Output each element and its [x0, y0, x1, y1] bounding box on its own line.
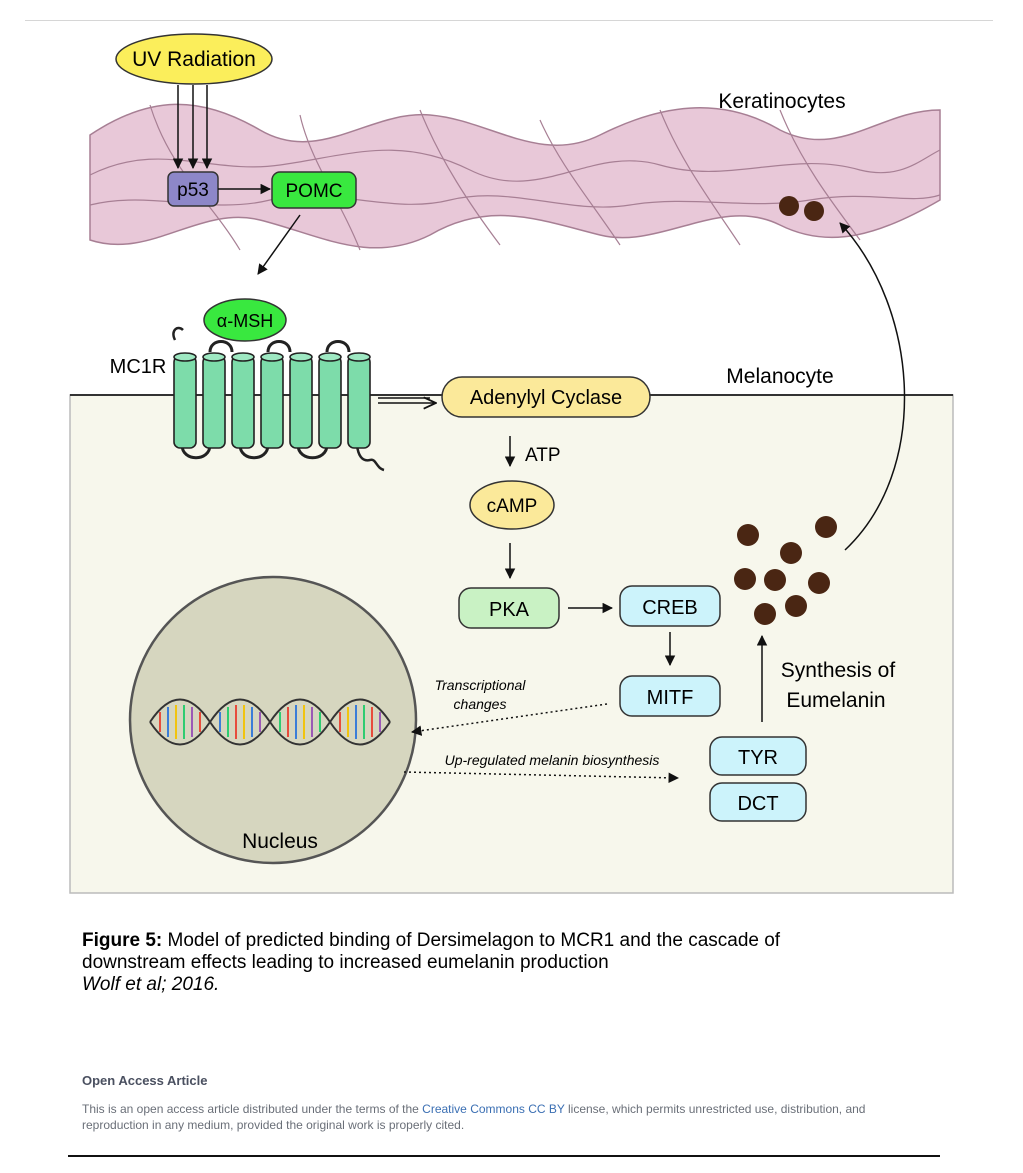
synthesis-label-2: Eumelanin	[786, 689, 885, 712]
caption-text: Model of predicted binding of Dersimelag…	[82, 930, 781, 973]
alpha-msh-node	[203, 298, 287, 342]
melanin-granule	[779, 196, 799, 216]
figure-label: Figure 5:	[82, 930, 163, 951]
upregulated-label: Up-regulated melanin biosynthesis	[445, 752, 660, 768]
pomc-label: POMC	[286, 181, 343, 202]
melanin-granule	[804, 201, 824, 221]
tyr-node	[709, 736, 807, 776]
upregulated-arrow	[403, 771, 680, 784]
top-divider	[25, 20, 993, 21]
atp-label: ATP	[525, 445, 561, 466]
bottom-divider	[68, 1155, 940, 1157]
alpha-msh-label: α-MSH	[217, 311, 273, 331]
license-text-after: license, which permits unrestricted use,…	[82, 1102, 866, 1132]
uv-radiation-label: UV Radiation	[132, 48, 256, 71]
dna-helix-icon	[149, 698, 391, 746]
synthesis-label-1: Synthesis of	[781, 659, 896, 682]
creb-label: CREB	[642, 597, 698, 619]
adenylyl-cyclase-node	[441, 376, 651, 418]
pka-node	[458, 587, 560, 629]
nucleus	[128, 575, 418, 865]
keratinocytes-label: Keratinocytes	[718, 90, 845, 113]
mitf-label: MITF	[647, 687, 694, 709]
dct-node	[709, 782, 807, 822]
mitf-node	[619, 675, 721, 717]
p53-label: p53	[177, 180, 209, 201]
melanin-transfer-arrow	[839, 222, 906, 551]
caption-citation: Wolf et al; 2016.	[82, 974, 220, 995]
mc1r-receptor	[172, 326, 385, 472]
adenylyl-cyclase-label: Adenylyl Cyclase	[470, 387, 622, 409]
cc-by-link[interactable]: Creative Commons CC BY	[422, 1102, 565, 1116]
eumelanin-granules	[734, 516, 837, 625]
figure-caption: Figure 5: Model of predicted binding of …	[82, 930, 782, 996]
melanogenesis-diagram: Keratinocytes UV Radiation p53 POMC α-MS…	[69, 33, 954, 894]
license-text-before: This is an open access article distribut…	[82, 1102, 423, 1116]
open-access-title: Open Access Article	[82, 1073, 208, 1088]
transcriptional-label-2: changes	[454, 696, 507, 712]
nucleus-label: Nucleus	[242, 830, 318, 853]
pka-label: PKA	[489, 599, 530, 621]
tyr-label: TYR	[738, 747, 778, 769]
camp-label: cAMP	[487, 496, 538, 517]
transcriptional-label-1: Transcriptional	[435, 677, 527, 693]
pomc-node	[271, 171, 357, 209]
camp-node	[469, 480, 555, 530]
dct-label: DCT	[737, 793, 778, 815]
keratinocyte-layer	[89, 103, 941, 251]
license-text: This is an open access article distribut…	[82, 1101, 932, 1133]
mc1r-label: MC1R	[110, 356, 167, 378]
melanocyte-label: Melanocyte	[726, 365, 833, 388]
uv-radiation-node	[115, 33, 273, 85]
pomc-to-msh-arrow	[257, 214, 301, 275]
creb-node	[619, 585, 721, 627]
